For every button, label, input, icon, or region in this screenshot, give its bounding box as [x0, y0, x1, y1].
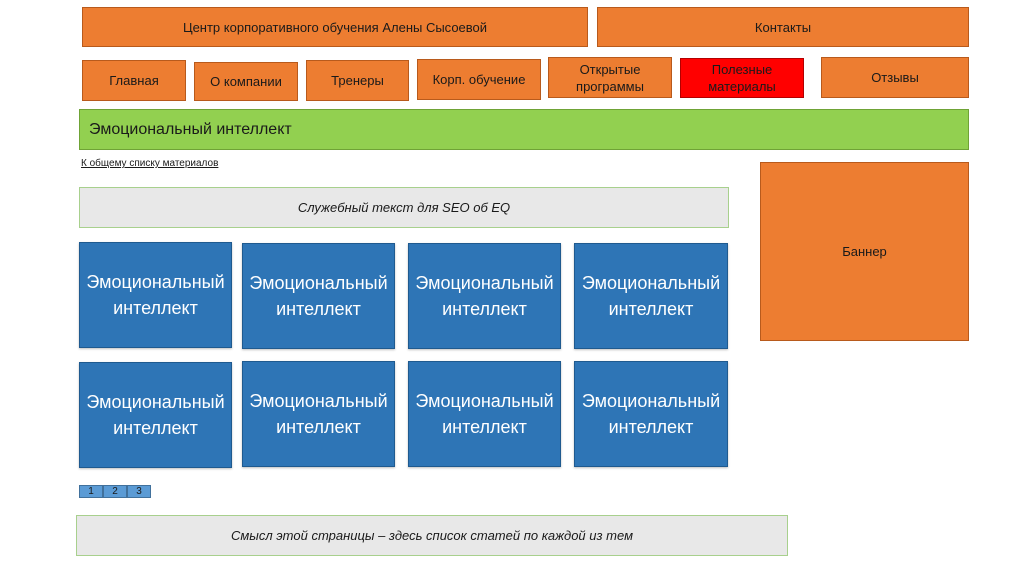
site-title[interactable]: Центр корпоративного обучения Алены Сысо… [82, 7, 588, 47]
article-card[interactable]: Эмоциональный интеллект [408, 361, 561, 467]
article-card[interactable]: Эмоциональный интеллект [408, 243, 561, 349]
nav-about[interactable]: О компании [194, 62, 298, 101]
banner[interactable]: Баннер [760, 162, 969, 341]
page-3-button[interactable]: 3 [127, 485, 151, 498]
article-card[interactable]: Эмоциональный интеллект [242, 361, 395, 467]
page-1-button[interactable]: 1 [79, 485, 103, 498]
article-card[interactable]: Эмоциональный интеллект [242, 243, 395, 349]
page-2-button[interactable]: 2 [103, 485, 127, 498]
nav-useful-materials[interactable]: Полезные материалы [680, 58, 804, 98]
pagination: 1 2 3 [79, 485, 151, 498]
article-card[interactable]: Эмоциональный интеллект [574, 243, 728, 349]
nav-trainers[interactable]: Тренеры [306, 60, 409, 101]
contacts-button[interactable]: Контакты [597, 7, 969, 47]
page-title: Эмоциональный интеллект [79, 109, 969, 150]
seo-text-block: Служебный текст для SEO об EQ [79, 187, 729, 228]
page-purpose-note: Смысл этой страницы – здесь список стате… [76, 515, 788, 556]
nav-reviews[interactable]: Отзывы [821, 57, 969, 98]
article-card[interactable]: Эмоциональный интеллект [574, 361, 728, 467]
nav-corporate-training[interactable]: Корп. обучение [417, 59, 541, 100]
nav-open-programs[interactable]: Открытые программы [548, 57, 672, 98]
back-to-list-link[interactable]: К общему списку материалов [81, 158, 219, 169]
article-card[interactable]: Эмоциональный интеллект [79, 362, 232, 468]
nav-home[interactable]: Главная [82, 60, 186, 101]
article-card[interactable]: Эмоциональный интеллект [79, 242, 232, 348]
